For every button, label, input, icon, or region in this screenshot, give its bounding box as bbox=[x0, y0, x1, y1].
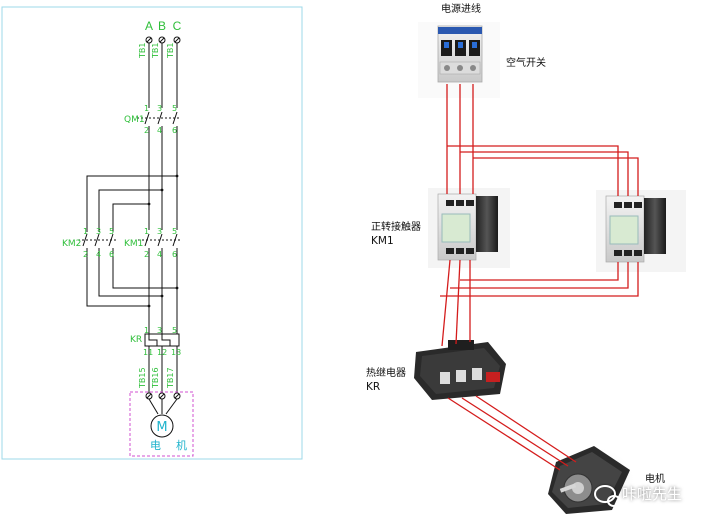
contactor-km1-image bbox=[428, 188, 510, 268]
kr-pin-3: 3 bbox=[157, 326, 162, 335]
km2-pin-3: 3 bbox=[96, 227, 101, 236]
wechat-icon bbox=[593, 484, 621, 507]
motor-label-1: 电 bbox=[150, 439, 161, 452]
breaker-label: 空气开关 bbox=[506, 58, 546, 69]
motor-symbol: M bbox=[156, 420, 167, 435]
contactor-km2-image bbox=[596, 190, 686, 272]
km2-pin-6: 6 bbox=[109, 250, 114, 259]
kr-label: KR bbox=[130, 335, 142, 345]
km1-label: KM1 bbox=[124, 239, 143, 249]
motor-symbol-circle bbox=[150, 414, 174, 438]
qm-pin-6: 6 bbox=[172, 126, 177, 135]
km1-title: 正转接触器 bbox=[371, 222, 421, 233]
km1-pin-5: 5 bbox=[172, 227, 177, 236]
terminal-label-tb17: TB17 bbox=[166, 367, 175, 389]
watermark-text: 咔啦先生 bbox=[621, 485, 682, 503]
km1-pin-6: 6 bbox=[172, 250, 177, 259]
terminal-label-tb1-c: TB1 bbox=[166, 43, 175, 59]
breaker-image bbox=[418, 22, 500, 98]
kr-pin-13: 13 bbox=[171, 348, 181, 357]
qm-pin-2: 2 bbox=[144, 126, 149, 135]
km1-pin-1: 1 bbox=[144, 227, 149, 236]
kr-pin-11: 11 bbox=[143, 348, 153, 357]
km2-pin-2: 2 bbox=[83, 250, 88, 259]
terminal-label-tb1-a: TB1 bbox=[138, 43, 147, 59]
qm-pin-5: 5 bbox=[172, 104, 177, 113]
kr-pin-12: 12 bbox=[157, 348, 167, 357]
phase-lines bbox=[78, 43, 180, 394]
km1-pin-4: 4 bbox=[157, 250, 162, 259]
km1-pin-3: 3 bbox=[157, 227, 162, 236]
kr-thermal-element bbox=[144, 333, 180, 347]
junction-dots bbox=[147, 174, 179, 308]
motor-label: 电机 bbox=[645, 474, 665, 485]
kr-title: 热继电器 bbox=[366, 368, 406, 379]
qm-pin-3: 3 bbox=[157, 104, 162, 113]
motor-label-2: 机 bbox=[176, 438, 187, 452]
schematic-frame bbox=[1, 6, 303, 460]
red-wires bbox=[440, 84, 639, 471]
phase-label-a: A bbox=[145, 19, 153, 33]
kr-pin-1: 1 bbox=[144, 326, 149, 335]
qm-label: QM1 bbox=[124, 115, 145, 125]
wiring-panel bbox=[414, 22, 686, 514]
kr-code: KR bbox=[366, 381, 381, 393]
schematic-panel: A B C TB1 TB1 TB1 bbox=[1, 6, 303, 460]
terminal-label-tb15: TB15 bbox=[138, 367, 147, 389]
km1-pin-2: 2 bbox=[144, 250, 149, 259]
kr-pin-5: 5 bbox=[172, 326, 177, 335]
phase-label-b: B bbox=[158, 19, 166, 33]
watermark: 咔啦先生 bbox=[593, 483, 682, 507]
qm-pin-1: 1 bbox=[144, 104, 149, 113]
km2-pin-1: 1 bbox=[83, 227, 88, 236]
terminal-label-tb16: TB16 bbox=[151, 367, 160, 389]
top-terminals bbox=[145, 36, 181, 44]
motor-box bbox=[129, 391, 194, 457]
km2-label: KM2 bbox=[62, 239, 81, 249]
km2-pin-4: 4 bbox=[96, 250, 101, 259]
power-input-label: 电源进线 bbox=[441, 4, 481, 15]
qm-pin-4: 4 bbox=[157, 126, 162, 135]
bottom-terminals bbox=[145, 392, 181, 400]
km2-pin-5: 5 bbox=[109, 227, 114, 236]
terminal-label-tb1-b: TB1 bbox=[151, 43, 160, 59]
thermal-relay-image bbox=[414, 340, 506, 400]
phase-label-c: C bbox=[173, 19, 182, 33]
km1-code: KM1 bbox=[371, 235, 394, 247]
